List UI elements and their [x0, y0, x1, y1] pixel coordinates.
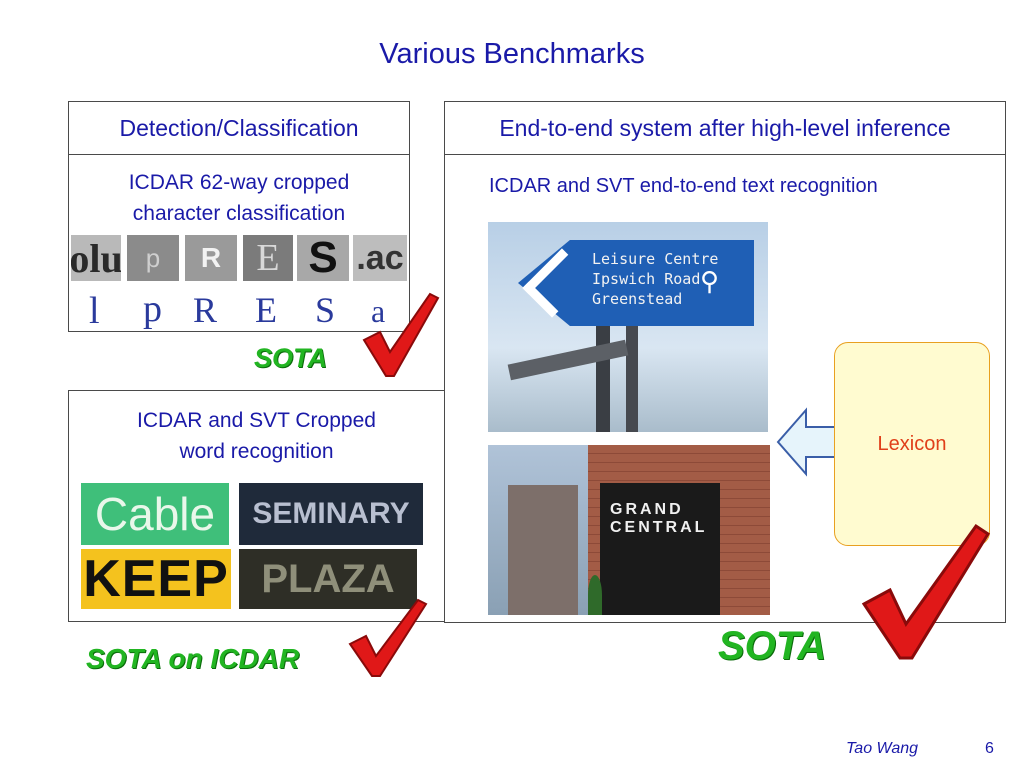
char-crop-text: S: [308, 235, 338, 281]
word-crop-plaza: PLAZA: [239, 549, 417, 609]
word-crop-seminary: SEMINARY: [239, 483, 423, 545]
char-crop-1: olu: [71, 235, 121, 281]
word-crop-text: Cable: [94, 488, 216, 540]
word-recognition-panel: ICDAR and SVT Cropped word recognition C…: [68, 390, 445, 622]
storefront-photo: GRAND CENTRAL: [488, 445, 770, 615]
char-label: l: [89, 290, 100, 332]
storefront-sign-line2: CENTRAL: [610, 519, 708, 536]
author-name: Tao Wang: [846, 740, 919, 757]
bicycle-icon: ⚲: [700, 266, 720, 296]
char-label: E: [255, 290, 277, 330]
sign-line: Greenstead: [592, 290, 683, 308]
checkmark-icon: [861, 523, 991, 660]
sota-classification-label: SOTA: [254, 343, 327, 373]
end-to-end-header: End-to-end system after high-level infer…: [499, 115, 951, 141]
char-label: a: [371, 293, 386, 329]
char-label: S: [315, 290, 336, 330]
word-crop-keep: KEEP: [81, 549, 231, 609]
char-crop-5: S: [297, 235, 349, 281]
classification-header: Detection/Classification: [119, 115, 359, 141]
word-task-line1: ICDAR and SVT Cropped: [137, 409, 376, 432]
classification-header-box: Detection/Classification: [68, 101, 410, 155]
char-label: R: [193, 290, 218, 330]
end-to-end-task: ICDAR and SVT end-to-end text recognitio…: [489, 175, 878, 197]
char-task-line2: character classification: [132, 202, 346, 225]
word-crop-text: KEEP: [83, 550, 229, 608]
lexicon-label: Lexicon: [877, 432, 947, 455]
lexicon-box: Lexicon: [834, 342, 990, 546]
word-crop-text: SEMINARY: [252, 497, 410, 530]
char-crop-text: R: [200, 242, 222, 273]
char-task-line1: ICDAR 62-way cropped: [128, 171, 350, 194]
char-crop-text: .ac: [356, 238, 404, 277]
end-to-end-panel: ICDAR and SVT end-to-end text recognitio…: [444, 154, 1006, 623]
sota-end-to-end-label: SOTA: [718, 624, 827, 668]
sota-word-label: SOTA on ICDAR: [86, 643, 300, 674]
page-number: 6: [985, 740, 994, 757]
char-crop-text: p: [145, 242, 161, 273]
end-to-end-header-box: End-to-end system after high-level infer…: [444, 101, 1006, 155]
char-crop-4: E: [243, 235, 293, 281]
checkmark-icon: [362, 292, 440, 377]
left-arrow-icon: [776, 407, 840, 477]
char-crop-2: p: [127, 235, 179, 281]
slide-title: Various Benchmarks: [379, 38, 645, 70]
word-crop-cable: Cable: [81, 483, 229, 545]
classification-panel: ICDAR 62-way cropped character classific…: [68, 154, 410, 332]
char-label: p: [143, 288, 162, 330]
char-crop-3: R: [185, 235, 237, 281]
char-crop-text: olu: [71, 235, 121, 281]
sign-line: Leisure Centre: [592, 250, 719, 268]
word-task-line2: word recognition: [179, 440, 334, 463]
storefront-sign-line1: GRAND: [610, 501, 684, 518]
char-crop-6: .ac: [353, 235, 407, 281]
char-crop-text: E: [256, 237, 280, 279]
sign-line: Ipswich Road: [592, 270, 701, 288]
checkmark-icon: [348, 598, 428, 677]
street-sign-photo: Leisure Centre Ipswich Road Greenstead ⚲: [488, 222, 768, 432]
word-crop-text: PLAZA: [261, 556, 395, 601]
